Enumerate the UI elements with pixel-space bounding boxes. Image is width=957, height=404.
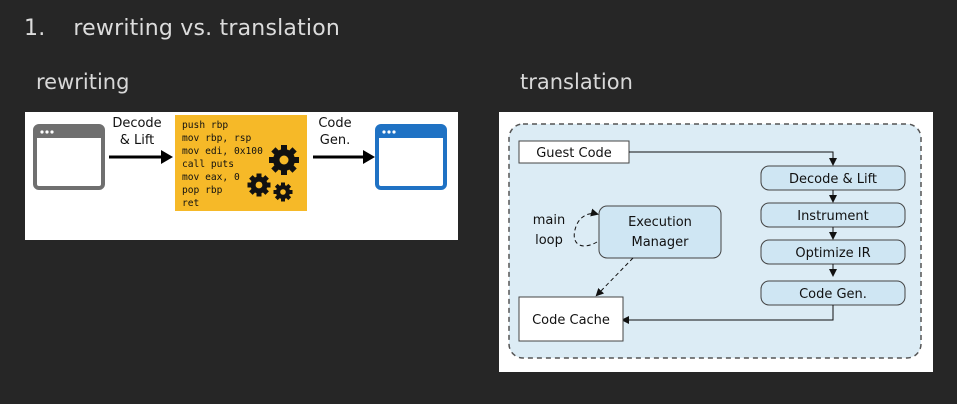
decode-lift-arrow <box>109 150 173 164</box>
code-line: ret <box>182 198 199 209</box>
loop-label: loop <box>535 233 563 248</box>
code-line: mov edi, 0x100 <box>182 146 263 157</box>
guest-code-label: Guest Code <box>536 146 612 161</box>
translation-diagram: Guest Code Decode & Lift Instrument Opti… <box>499 112 933 372</box>
gen-label: Gen. <box>320 133 350 148</box>
decode-lift-label: Decode & Lift <box>789 172 877 187</box>
decode-label: Decode <box>112 116 161 131</box>
code-cache-label: Code Cache <box>532 313 610 328</box>
translation-title: translation <box>520 70 633 94</box>
code-line: mov rbp, rsp <box>182 133 252 144</box>
codegen-to-cache-arrow <box>621 305 834 324</box>
rewriting-diagram: Decode & Lift push rbp mov rbp, rsp mov … <box>25 112 458 240</box>
manager-to-cache-arrow <box>595 257 634 297</box>
main-loop-arrow <box>573 208 599 247</box>
execution-label: Execution <box>628 215 692 230</box>
code-line: push rbp <box>182 120 228 131</box>
instrument-label: Instrument <box>797 209 869 224</box>
manager-label: Manager <box>632 235 690 250</box>
code-line: pop rbp <box>182 185 223 196</box>
code-line: call puts <box>182 159 234 170</box>
guest-to-decode-arrow <box>629 151 837 166</box>
lift-label: & Lift <box>120 133 155 148</box>
gears-icon <box>247 145 299 202</box>
heading-number: 1. <box>24 16 46 41</box>
optimize-ir-label: Optimize IR <box>795 246 870 261</box>
code-label: Code <box>318 116 351 131</box>
output-window-icon <box>375 124 447 190</box>
code-gen-label: Code Gen. <box>799 287 867 302</box>
input-window-icon <box>33 124 105 190</box>
rewriting-title: rewriting <box>36 70 130 94</box>
heading-text: rewriting vs. translation <box>73 16 341 41</box>
code-gen-arrow <box>313 150 375 164</box>
main-label: main <box>533 213 565 228</box>
code-block: push rbp mov rbp, rsp mov edi, 0x100 cal… <box>175 115 307 211</box>
code-line: mov eax, 0 <box>182 172 240 183</box>
code-cache-box <box>518 296 624 342</box>
slide-heading: 1. rewriting vs. translation <box>24 16 340 41</box>
svg-text:push rbp mov rbp, rsp: push rbp mov rbp, rsp mov edi, 0x100 cal… <box>182 120 269 209</box>
execution-manager-box <box>598 205 722 259</box>
